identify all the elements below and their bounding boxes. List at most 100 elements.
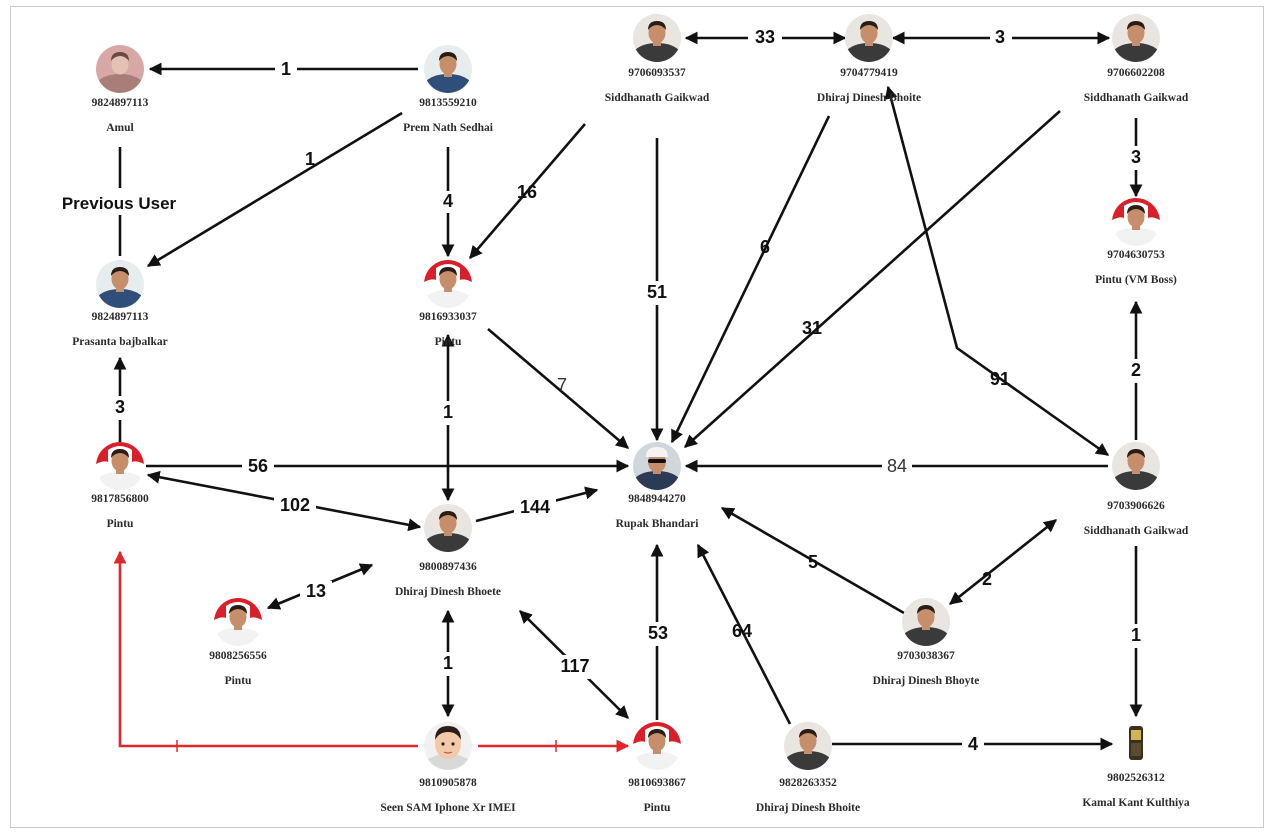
node-number: 9706602208 bbox=[1107, 67, 1165, 79]
edge-label-sid1-dhiraj1: 33 bbox=[755, 27, 775, 47]
node-name: Pintu bbox=[225, 675, 252, 687]
edge-sid1-pintu1[interactable] bbox=[469, 123, 586, 259]
node-number: 9816933037 bbox=[419, 311, 477, 323]
node-amul[interactable]: 9824897113 Amul bbox=[92, 45, 149, 134]
node-name: Siddhanath Gaikwad bbox=[1084, 525, 1189, 537]
phone-icon bbox=[1129, 726, 1143, 760]
node-pintu1[interactable]: 9816933037 Pintu bbox=[419, 260, 477, 348]
edge-label-dhiraj1-sid2: 3 bbox=[995, 27, 1005, 47]
edge-label-sid3-dhiraj1: 91 bbox=[990, 369, 1010, 389]
node-sid3[interactable]: 9703906626 Siddhanath Gaikwad bbox=[1084, 442, 1189, 537]
node-number: 9703038367 bbox=[897, 650, 955, 662]
person-red-icon bbox=[96, 442, 144, 490]
node-number: 9824897113 bbox=[92, 97, 149, 109]
node-name: Dhiraj Dinesh Bhoyte bbox=[873, 675, 980, 687]
edge-label-sid3-kamal: 1 bbox=[1131, 625, 1141, 645]
node-name: Pintu bbox=[644, 802, 671, 814]
edge-label-prem-amul: 1 bbox=[281, 59, 291, 79]
person-pale-icon bbox=[96, 45, 144, 93]
person-icon bbox=[902, 598, 950, 646]
node-name: Siddhanath Gaikwad bbox=[1084, 92, 1189, 104]
person-red-icon bbox=[633, 722, 681, 770]
person-icon bbox=[1112, 14, 1160, 62]
node-name: Siddhanath Gaikwad bbox=[605, 92, 710, 104]
node-number: 9703906626 bbox=[1107, 500, 1165, 512]
node-name: Prasanta bajbalkar bbox=[72, 336, 168, 348]
node-pintu3[interactable]: 9808256556 Pintu bbox=[209, 598, 267, 687]
edge-sid3-dhiraj1[interactable] bbox=[884, 85, 1110, 457]
node-number: 9802526312 bbox=[1107, 772, 1165, 784]
node-pintu4[interactable]: 9810693867 Pintu bbox=[628, 722, 686, 814]
node-rupak[interactable]: 9848944270 Rupak Bhandari bbox=[616, 442, 700, 530]
node-pintu2[interactable]: 9817856800 Pintu bbox=[91, 442, 149, 530]
edge-label-dhiraj2-pintu4: 117 bbox=[560, 656, 589, 676]
node-name: Dhiraj Dinesh Bhoete bbox=[395, 586, 501, 598]
edge-label-dhiraj2-sam: 1 bbox=[443, 653, 453, 673]
node-kamal[interactable]: 9802526312 Kamal Kant Kulthiya bbox=[1082, 726, 1190, 809]
person-icon bbox=[784, 722, 832, 770]
node-name: Pintu bbox=[107, 518, 134, 530]
cartoon-face-icon bbox=[424, 722, 472, 770]
node-pintuvm[interactable]: 9704630753 Pintu (VM Boss) bbox=[1095, 198, 1177, 286]
node-sid2[interactable]: 9706602208 Siddhanath Gaikwad bbox=[1084, 14, 1189, 104]
node-name: Pintu bbox=[435, 336, 462, 348]
node-number: 9817856800 bbox=[91, 493, 149, 505]
person-red-icon bbox=[424, 260, 472, 308]
edge-label-prem-prasanta: 1 bbox=[305, 149, 315, 169]
edge-label-pintu2-dhiraj2: 102 bbox=[280, 495, 310, 515]
person-icon bbox=[633, 14, 681, 62]
previous-user-label: Previous User bbox=[62, 194, 177, 213]
node-number: 9704630753 bbox=[1107, 249, 1165, 261]
edge-label-sid2-rupak: 31 bbox=[802, 318, 822, 338]
edge-label-pintu4-rupak: 53 bbox=[648, 623, 668, 643]
person-blue-icon bbox=[424, 45, 472, 93]
edge-prem-prasanta[interactable] bbox=[146, 111, 403, 268]
edge-label-dhiraj3-rupak: 5 bbox=[808, 552, 818, 572]
edge-sid3-dhiraj3[interactable] bbox=[948, 518, 1058, 606]
edge-label-pintu3-dhiraj2: 13 bbox=[306, 581, 326, 601]
node-name: Seen SAM Iphone Xr IMEI bbox=[380, 802, 516, 814]
node-number: 9704779419 bbox=[840, 67, 898, 79]
node-number: 9800897436 bbox=[419, 561, 477, 573]
edge-label-prem-pintu1: 4 bbox=[443, 191, 453, 211]
edge-dhiraj1-rupak[interactable] bbox=[670, 115, 831, 444]
edge-label-sid1-pintu1: 16 bbox=[517, 182, 537, 202]
edge-label-sid3-rupak: 84 bbox=[887, 456, 907, 476]
person-icon bbox=[424, 504, 472, 552]
node-dhiraj1[interactable]: 9704779419 Dhiraj Dinesh Bhoite bbox=[817, 14, 921, 104]
node-number: 9808256556 bbox=[209, 650, 267, 662]
edge-dhiraj4-rupak[interactable] bbox=[696, 543, 792, 725]
person-red-icon bbox=[1112, 198, 1160, 246]
person-icon bbox=[1112, 442, 1160, 490]
node-name: Rupak Bhandari bbox=[616, 518, 700, 530]
edge-dhiraj3-rupak[interactable] bbox=[720, 506, 905, 615]
edge-label-dhiraj4-kamal: 4 bbox=[968, 734, 978, 754]
node-sid1[interactable]: 9706093537 Siddhanath Gaikwad bbox=[605, 14, 710, 104]
edge-pintu1-rupak[interactable] bbox=[487, 328, 629, 449]
node-name: Kamal Kant Kulthiya bbox=[1082, 797, 1190, 809]
node-number: 9848944270 bbox=[628, 493, 686, 505]
node-number: 9810905878 bbox=[419, 777, 477, 789]
node-number: 9828263352 bbox=[779, 777, 837, 789]
edge-label-pintu2-prasanta: 3 bbox=[115, 397, 125, 417]
node-name: Dhiraj Dinesh Bhoite bbox=[756, 802, 860, 814]
node-prem[interactable]: 9813559210 Prem Nath Sedhai bbox=[403, 45, 494, 134]
node-number: 9813559210 bbox=[419, 97, 477, 109]
person-sunglasses-icon bbox=[633, 442, 681, 490]
node-number: 9706093537 bbox=[628, 67, 686, 79]
node-name: Dhiraj Dinesh Bhoite bbox=[817, 92, 921, 104]
edge-sid2-rupak[interactable] bbox=[684, 110, 1061, 448]
node-name: Pintu (VM Boss) bbox=[1095, 274, 1177, 286]
edge-label-dhiraj1-rupak: 6 bbox=[760, 237, 770, 257]
person-icon bbox=[845, 14, 893, 62]
edge-label-sid3-dhiraj3: 2 bbox=[982, 569, 992, 589]
node-sam[interactable]: 9810905878 Seen SAM Iphone Xr IMEI bbox=[380, 722, 516, 814]
diagram-frame bbox=[10, 6, 1264, 828]
edge-red-sam-pintu2[interactable] bbox=[113, 550, 418, 748]
node-dhiraj4[interactable]: 9828263352 Dhiraj Dinesh Bhoite bbox=[756, 722, 860, 814]
node-prasanta[interactable]: 9824897113 Prasanta bajbalkar bbox=[72, 260, 168, 348]
edge-labels: 1 1 4 16 33 3 51 6 31 3 91 2 7 3 56 84 1… bbox=[110, 27, 1146, 755]
node-dhiraj2[interactable]: 9800897436 Dhiraj Dinesh Bhoete bbox=[395, 504, 501, 598]
node-dhiraj3[interactable]: 9703038367 Dhiraj Dinesh Bhoyte bbox=[873, 598, 980, 687]
